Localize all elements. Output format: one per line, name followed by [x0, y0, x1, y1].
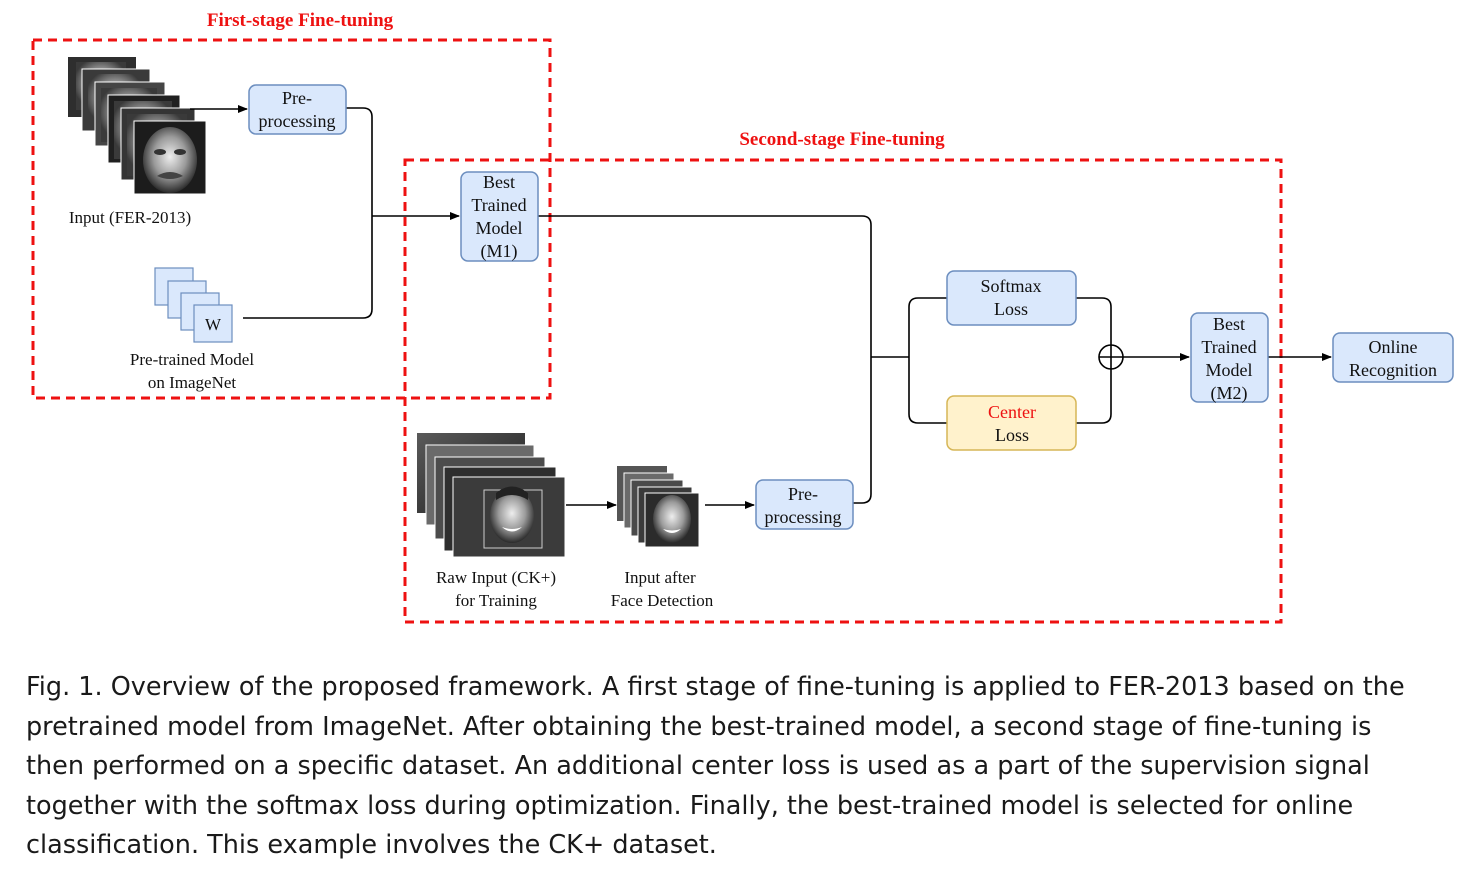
input-after-detection-label-line2: Face Detection: [611, 591, 714, 610]
line-preprocessing-to-merge: [346, 107, 373, 216]
second-stage-border: [403, 158, 1283, 624]
softmax-line1: Softmax: [981, 276, 1042, 296]
preprocessing-2-line1: Pre-: [788, 484, 818, 504]
line-center-to-sum: [1076, 369, 1112, 424]
online-recognition-box: [1332, 332, 1454, 383]
m2-line2: Trained: [1201, 337, 1256, 357]
ck-raw-image-stack: [417, 433, 566, 558]
weights-letter: W: [205, 315, 222, 334]
m1-line3: Model: [476, 218, 523, 238]
caption-line-1: Fig. 1. Overview of the proposed framewo…: [26, 672, 1405, 702]
line-split-to-center: [908, 357, 947, 424]
face-detected-image-stack: [617, 466, 700, 548]
preprocessing-box-1: [248, 84, 347, 135]
m1-line4: (M1): [481, 241, 518, 262]
caption-line-4: together with the softmax loss during op…: [26, 790, 1354, 821]
m2-line3: Model: [1206, 360, 1253, 380]
m1-line1: Best: [483, 172, 515, 192]
preprocessing-1-line2: processing: [259, 111, 336, 131]
preprocessing-box-2: [755, 479, 854, 530]
weights-stack: [154, 267, 233, 343]
line-m1-to-split: [538, 215, 872, 357]
raw-input-label-line1: Raw Input (CK+): [436, 568, 556, 587]
line-split-to-softmax: [908, 297, 947, 357]
line-weights-to-merge: [243, 216, 373, 319]
caption-line-2: pretrained model from ImageNet. After ob…: [26, 711, 1372, 742]
framework-diagram: First-stage Fine-tuning Second-stage Fin…: [31, 10, 1454, 624]
preprocessing-2-line2: processing: [765, 507, 842, 527]
m2-line4: (M2): [1211, 383, 1248, 404]
best-model-m2-box: [1190, 312, 1269, 403]
first-stage-title: First-stage Fine-tuning: [207, 10, 394, 31]
softmax-line2: Loss: [994, 299, 1028, 319]
input-fer-label: Input (FER-2013): [69, 208, 191, 227]
figure-caption: Fig. 1. Overview of the proposed framewo…: [26, 668, 1456, 866]
sum-operator-icon: [1098, 344, 1124, 370]
pretrained-model-label-line2: on ImageNet: [148, 373, 237, 392]
pretrained-model-label-line1: Pre-trained Model: [130, 350, 254, 369]
second-stage-title: Second-stage Fine-tuning: [739, 129, 945, 150]
center-line2: Loss: [995, 425, 1029, 445]
raw-input-label-line2: for Training: [455, 591, 537, 610]
fer-image-stack: [68, 57, 207, 195]
softmax-loss-box: [946, 270, 1077, 326]
online-line2: Recognition: [1349, 360, 1437, 380]
input-after-detection-label-line1: Input after: [624, 568, 696, 587]
first-stage-border: [31, 38, 552, 400]
center-loss-box: [946, 395, 1077, 451]
line-softmax-to-sum: [1076, 297, 1112, 345]
m1-line2: Trained: [471, 195, 526, 215]
connectors: [190, 105, 1332, 509]
caption-line-5: classification. This example involves th…: [26, 830, 717, 860]
best-model-m1-box: [460, 171, 539, 262]
center-line1: Center: [988, 402, 1036, 422]
caption-line-3: then performed on a specific dataset. An…: [26, 751, 1370, 781]
online-line1: Online: [1369, 337, 1418, 357]
line-preprocessing2-to-split: [853, 357, 872, 504]
m2-line1: Best: [1213, 314, 1245, 334]
preprocessing-1-line1: Pre-: [282, 88, 312, 108]
